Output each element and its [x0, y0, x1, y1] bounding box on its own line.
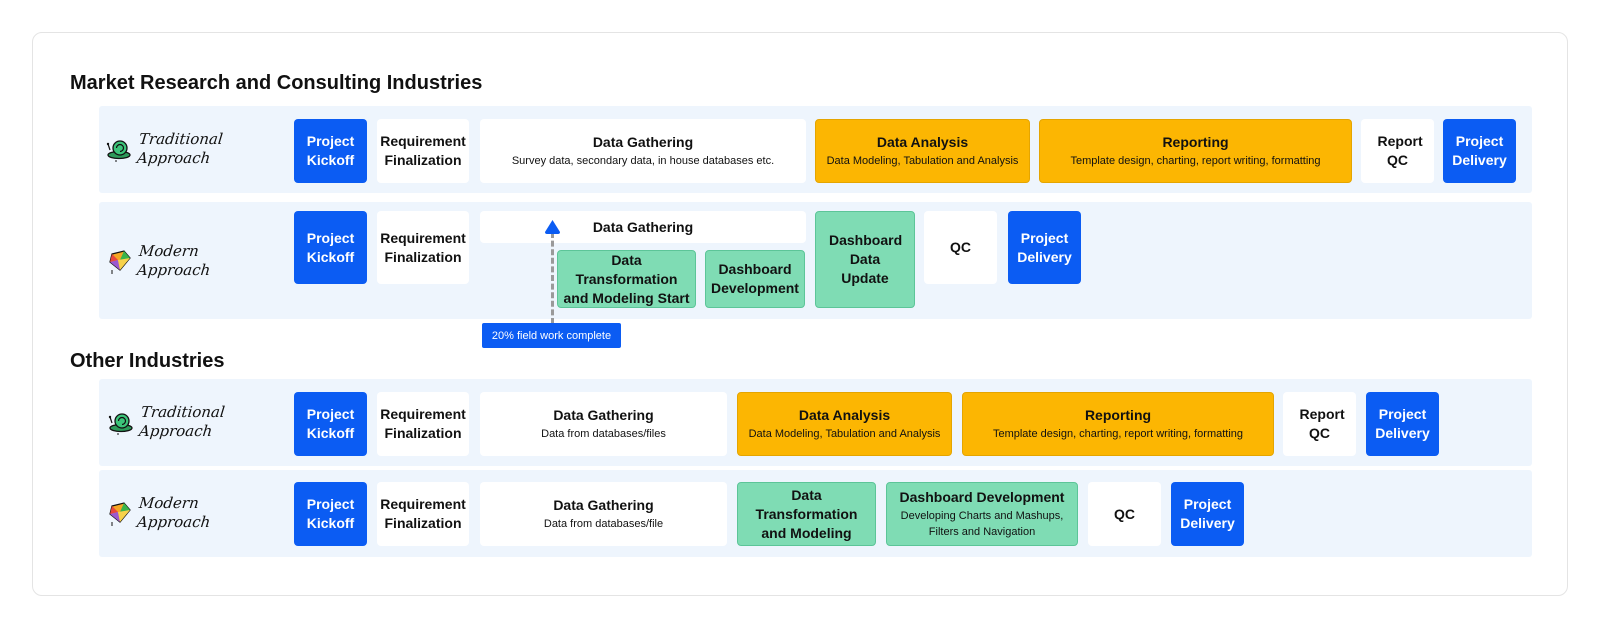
oi-mod-project-kickoff: Project Kickoff — [294, 482, 367, 546]
oi-mod-data-transformation: Data Transformation and Modeling — [737, 482, 876, 546]
lane-label-mr-modern: Modern Approach — [106, 242, 211, 280]
milestone-label: 20% field work complete — [482, 323, 621, 348]
oi-trad-data-gathering: Data Gathering Data from databases/files — [480, 392, 727, 456]
mr-trad-project-delivery: Project Delivery — [1443, 119, 1516, 183]
oi-trad-data-analysis: Data Analysis Data Modeling, Tabulation … — [737, 392, 952, 456]
oi-trad-project-delivery: Project Delivery — [1366, 392, 1439, 456]
lane-label-oi-traditional: Traditional Approach — [108, 403, 226, 441]
mr-mod-data-gathering: Data Gathering — [480, 211, 806, 243]
milestone-triangle-icon — [545, 220, 560, 234]
oi-trad-report-qc: Report QC — [1283, 392, 1356, 456]
mr-mod-project-kickoff: Project Kickoff — [294, 211, 367, 284]
oi-trad-reporting: Reporting Template design, charting, rep… — [962, 392, 1274, 456]
oi-mod-data-gathering: Data Gathering Data from databases/file — [480, 482, 727, 546]
oi-mod-dashboard-development: Dashboard Development Developing Charts … — [886, 482, 1078, 546]
oi-trad-requirement-finalization: Requirement Finalization — [377, 392, 469, 456]
mr-mod-qc: QC — [924, 211, 997, 284]
mr-trad-requirement-finalization: Requirement Finalization — [377, 119, 469, 183]
mr-mod-dashboard-data-update: Dashboard Data Update — [815, 211, 915, 308]
oi-trad-project-kickoff: Project Kickoff — [294, 392, 367, 456]
lane-label-mr-traditional: Traditional Approach — [106, 130, 224, 168]
snail-icon — [106, 140, 131, 162]
mr-mod-requirement-finalization: Requirement Finalization — [377, 211, 469, 284]
mr-trad-report-qc: Report QC — [1361, 119, 1434, 183]
mr-trad-data-analysis: Data Analysis Data Modeling, Tabulation … — [815, 119, 1030, 183]
snail-icon — [108, 413, 133, 435]
mr-mod-dashboard-development: Dashboard Development — [705, 250, 805, 308]
gem-icon — [109, 250, 131, 274]
oi-mod-requirement-finalization: Requirement Finalization — [377, 482, 469, 546]
mr-trad-project-kickoff: Project Kickoff — [294, 119, 367, 183]
mr-mod-data-transformation: Data Transformation and Modeling Start — [557, 250, 696, 308]
section-title-market-research: Market Research and Consulting Industrie… — [70, 72, 483, 94]
mr-trad-reporting: Reporting Template design, charting, rep… — [1039, 119, 1352, 183]
mr-mod-project-delivery: Project Delivery — [1008, 211, 1081, 284]
oi-mod-qc: QC — [1088, 482, 1161, 546]
oi-mod-project-delivery: Project Delivery — [1171, 482, 1244, 546]
gem-icon — [109, 502, 131, 526]
section-title-other-industries: Other Industries — [70, 350, 225, 372]
milestone-dashed-line — [551, 232, 554, 324]
mr-trad-data-gathering: Data Gathering Survey data, secondary da… — [480, 119, 806, 183]
lane-label-oi-modern: Modern Approach — [106, 494, 211, 532]
